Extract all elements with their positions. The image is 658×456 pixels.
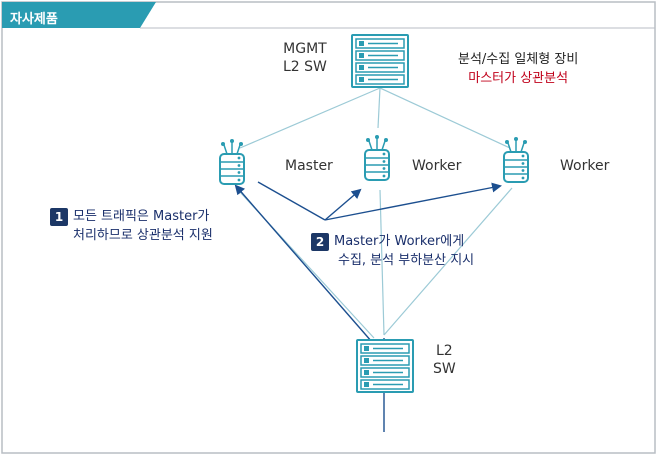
header-tab-label: 자사제품: [10, 12, 58, 27]
step-1-line1: 모든 트래픽은 Master가: [73, 209, 210, 224]
annotation-line1: 분석/수집 일체형 장비: [458, 52, 579, 67]
master-dispatch-line: [257, 181, 326, 221]
dispatch-to-worker-2-arrow: [324, 182, 502, 221]
worker-1-database-icon: [364, 134, 390, 181]
step-2-badge: 2: [311, 233, 329, 251]
step-2-line1: Master가 Worker에게: [334, 234, 465, 249]
step-2-text: Master가 Worker에게 수집, 분석 부하분산 지시: [334, 232, 474, 270]
step-2-line2: 수집, 분석 부하분산 지시: [338, 253, 475, 268]
mgmt-switch-label-line1: MGMT: [283, 41, 327, 57]
step-1-text: 모든 트래픽은 Master가 처리하므로 상관분석 지원: [73, 207, 213, 245]
annotation-highlight: 마스터가 상관분석: [468, 71, 569, 86]
link-mgmt-master: [239, 87, 381, 149]
step-1-line2: 처리하므로 상관분석 지원: [73, 228, 213, 243]
dispatch-to-worker-1-arrow: [324, 188, 362, 221]
l2-switch-label: L2 SW: [433, 342, 456, 378]
l2-switch-label-line2: SW: [433, 361, 456, 377]
link-worker-2-l2: [383, 187, 513, 336]
link-mgmt-worker-2: [379, 87, 511, 149]
step-1-badge: 1: [50, 208, 68, 226]
worker-2-database-icon: [503, 136, 529, 183]
mgmt-switch-server-icon: [351, 34, 409, 88]
link-mgmt-worker-1: [377, 87, 381, 129]
l2-switch-label-line1: L2: [436, 343, 453, 359]
architecture-annotation: 분석/수집 일체형 장비 마스터가 상관분석: [458, 50, 578, 88]
mgmt-switch-label-line2: L2 SW: [283, 59, 327, 75]
master-label: Master: [285, 158, 333, 174]
l2-switch-server-icon: [356, 339, 414, 393]
master-database-icon: [219, 138, 245, 185]
worker-1-label: Worker: [412, 158, 462, 174]
link-worker-1-l2: [379, 189, 385, 336]
worker-2-label: Worker: [560, 158, 610, 174]
header-tab: [2, 2, 156, 28]
mgmt-switch-label: MGMT L2 SW: [283, 40, 327, 76]
traffic-to-master-arrow: [234, 184, 373, 343]
